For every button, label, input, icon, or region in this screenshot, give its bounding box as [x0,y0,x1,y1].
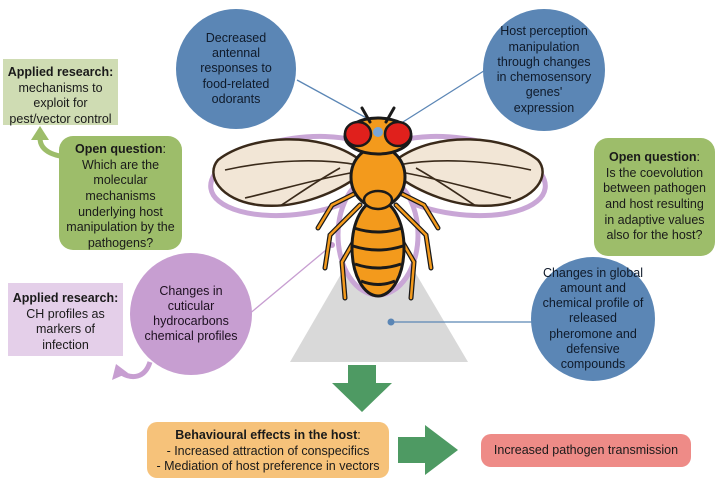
applied-research-title: Applied research: [7,65,114,79]
open-question-coevolution: Open question: Is the coevolution betwee… [594,138,715,256]
open-question-body: Is the coevolution between pathogen and … [603,165,706,243]
circle-cuticular-hydrocarbons: Changes in cuticular hydrocarbons chemic… [130,253,252,375]
applied-research-title: Applied research: [12,291,119,305]
open-question-title: Open question [609,150,697,164]
connector-dot-pheromone [387,318,395,326]
behavioural-effect-item: - Mediation of host preference in vector… [156,459,380,474]
behavioural-effects-title: Behavioural effects in the host [175,428,358,442]
applied-research-body: mechanisms to exploit for pest/vector co… [9,80,112,126]
circle-antennal-responses: Decreased antennal responses to food-rel… [176,9,296,129]
circle-pheromone-changes: Changes in global amount and chemical pr… [531,257,655,381]
pathogen-transmission-box: Increased pathogen transmission [481,434,691,467]
applied-research-pest-control: Applied research: mechanisms to exploit … [3,59,118,126]
right-arrow [398,425,458,475]
down-arrow [332,365,392,412]
open-question-body: Which are the molecular mechanisms under… [66,157,175,250]
circle-host-perception: Host perception manipulation through cha… [483,9,605,131]
applied-research-ch-markers: Applied research: CH profiles as markers… [8,283,123,356]
behavioural-effect-item: - Increased attraction of conspecifics [166,443,370,458]
connector-host-perception [394,61,499,128]
fly-illustration [208,106,548,301]
behavioural-effects-box: Behavioural effects in the host: - Incre… [147,422,389,478]
emission-cone [290,250,468,362]
open-question-mechanisms: Open question: Which are the molecular m… [59,136,182,250]
connector-cuticular [235,244,333,326]
open-question-title: Open question [75,142,163,156]
applied-research-body: CH profiles as markers of infection [26,306,105,352]
